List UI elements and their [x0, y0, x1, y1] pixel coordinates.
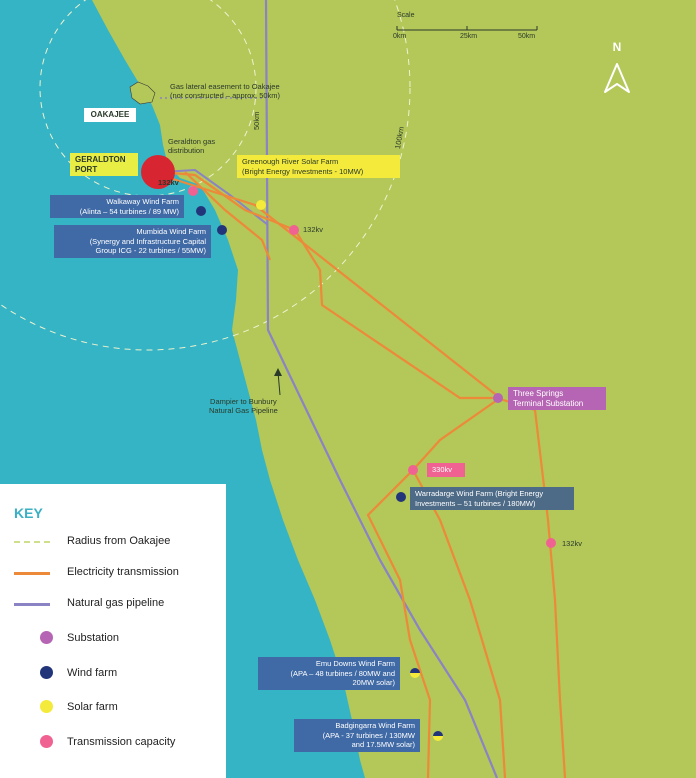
legend-transmission-label: Electricity transmission [67, 566, 179, 578]
legend-substation-label: Substation [67, 632, 119, 644]
legend-pipeline-swatch [14, 603, 50, 606]
label-warradarge: Warradarge Wind Farm (Bright Energy Inve… [410, 487, 574, 510]
legend-title: KEY [14, 505, 43, 521]
label-gas-lateral: Gas lateral easement to Oakajee (not con… [170, 82, 281, 100]
substation-marker [493, 393, 503, 403]
scale-bar [396, 26, 538, 31]
label-132kv-top: 132kv [303, 225, 324, 234]
solar-farm-greenough [256, 200, 266, 210]
legend-transmission-swatch [14, 572, 50, 575]
capacity-132kv-top [289, 225, 299, 235]
natural-gas-pipeline [264, 0, 499, 778]
geraldton-port-marker [141, 155, 175, 189]
north-label: N [612, 40, 622, 54]
label-330kv: 330kv [427, 463, 465, 477]
north-arrow-icon [604, 63, 630, 93]
label-132kv-port: 132kv [158, 178, 179, 187]
label-oakajee: OAKAJEE [84, 108, 136, 122]
geraldton-gas-distribution [161, 168, 269, 226]
label-walkaway: Walkaway Wind Farm (Alinta – 54 turbines… [50, 195, 184, 218]
legend-pipeline-label: Natural gas pipeline [67, 597, 165, 609]
legend-substation-swatch [40, 631, 53, 644]
label-radius-50km: 50km [252, 111, 261, 130]
legend-solar-label: Solar farm [67, 701, 118, 713]
scale-tick-25: 25km [460, 33, 478, 40]
legend-wind-label: Wind farm [67, 667, 118, 679]
scale-tick-0: 0km [393, 33, 407, 40]
wind-solar-badgingarra [433, 731, 443, 741]
label-badgingarra: Badgingarra Wind Farm (APA - 37 turbines… [294, 719, 420, 752]
wind-farm-walkaway [196, 206, 206, 216]
label-dampier-pipeline: Dampier to Bunbury Natural Gas Pipeline [209, 397, 278, 415]
legend-capacity-label: Transmission capacity [67, 736, 176, 748]
scale-tick-50: 50km [518, 33, 536, 40]
label-three-springs: Three Springs Terminal Substation [508, 387, 606, 410]
oakajee-outline [129, 81, 156, 105]
radius-100km-circle [0, 0, 411, 351]
capacity-132kv-right [546, 538, 556, 548]
legend-solar-swatch [40, 700, 53, 713]
scale-title: Scale [397, 12, 415, 19]
legend-radius-swatch [14, 541, 50, 543]
wind-solar-emu-downs [410, 668, 420, 678]
label-mumbida: Mumbida Wind Farm (Synergy and Infrastru… [54, 225, 211, 258]
wind-farm-mumbida [217, 225, 227, 235]
label-132kv-right: 132kv [562, 539, 583, 548]
label-emu-downs: Emu Downs Wind Farm (APA – 48 turbines /… [258, 657, 400, 690]
label-geraldton-port: GERALDTON PORT [70, 153, 138, 176]
label-geraldton-gas: Geraldton gas distribution [168, 137, 216, 155]
legend-wind-swatch [40, 666, 53, 679]
legend-radius-label: Radius from Oakajee [67, 535, 171, 547]
capacity-330kv [408, 465, 418, 475]
pipeline-pointer-head [274, 368, 282, 376]
legend-capacity-swatch [40, 735, 53, 748]
capacity-port [188, 186, 198, 196]
label-greenough-solar: Greenough River Solar Farm (Bright Energ… [237, 155, 400, 178]
wind-farm-warradarge [396, 492, 406, 502]
legend-panel [0, 484, 226, 778]
